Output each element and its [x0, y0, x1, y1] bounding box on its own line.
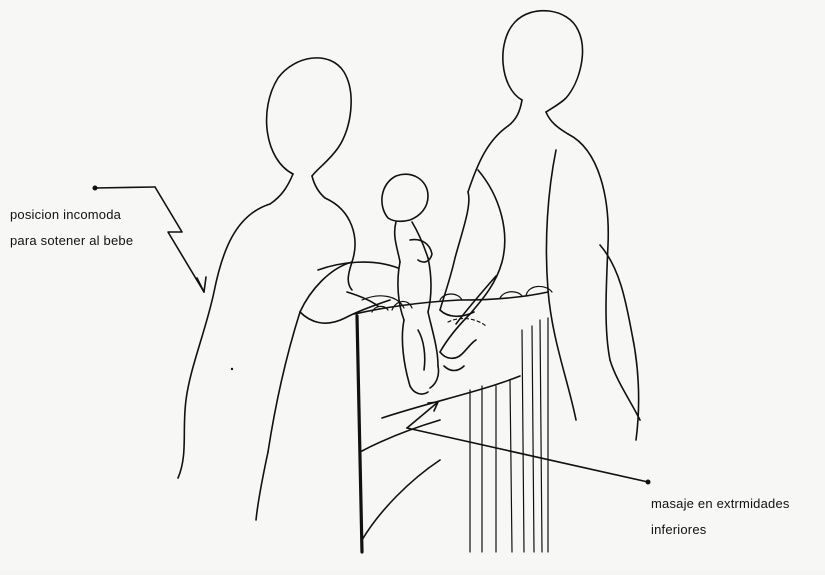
basin	[355, 286, 552, 552]
annotation-uncomfortable-position-line2: para sotener al bebe	[10, 233, 133, 248]
baby-figure	[362, 174, 439, 394]
annotation-uncomfortable-position-line1: posicion incomoda	[10, 207, 121, 222]
annotation-massage-line2: inferiores	[651, 522, 706, 537]
right-annotation-arrow	[407, 402, 651, 485]
annotation-massage-line1: masaje en extrmidades	[651, 496, 790, 511]
left-adult-figure	[178, 58, 398, 520]
